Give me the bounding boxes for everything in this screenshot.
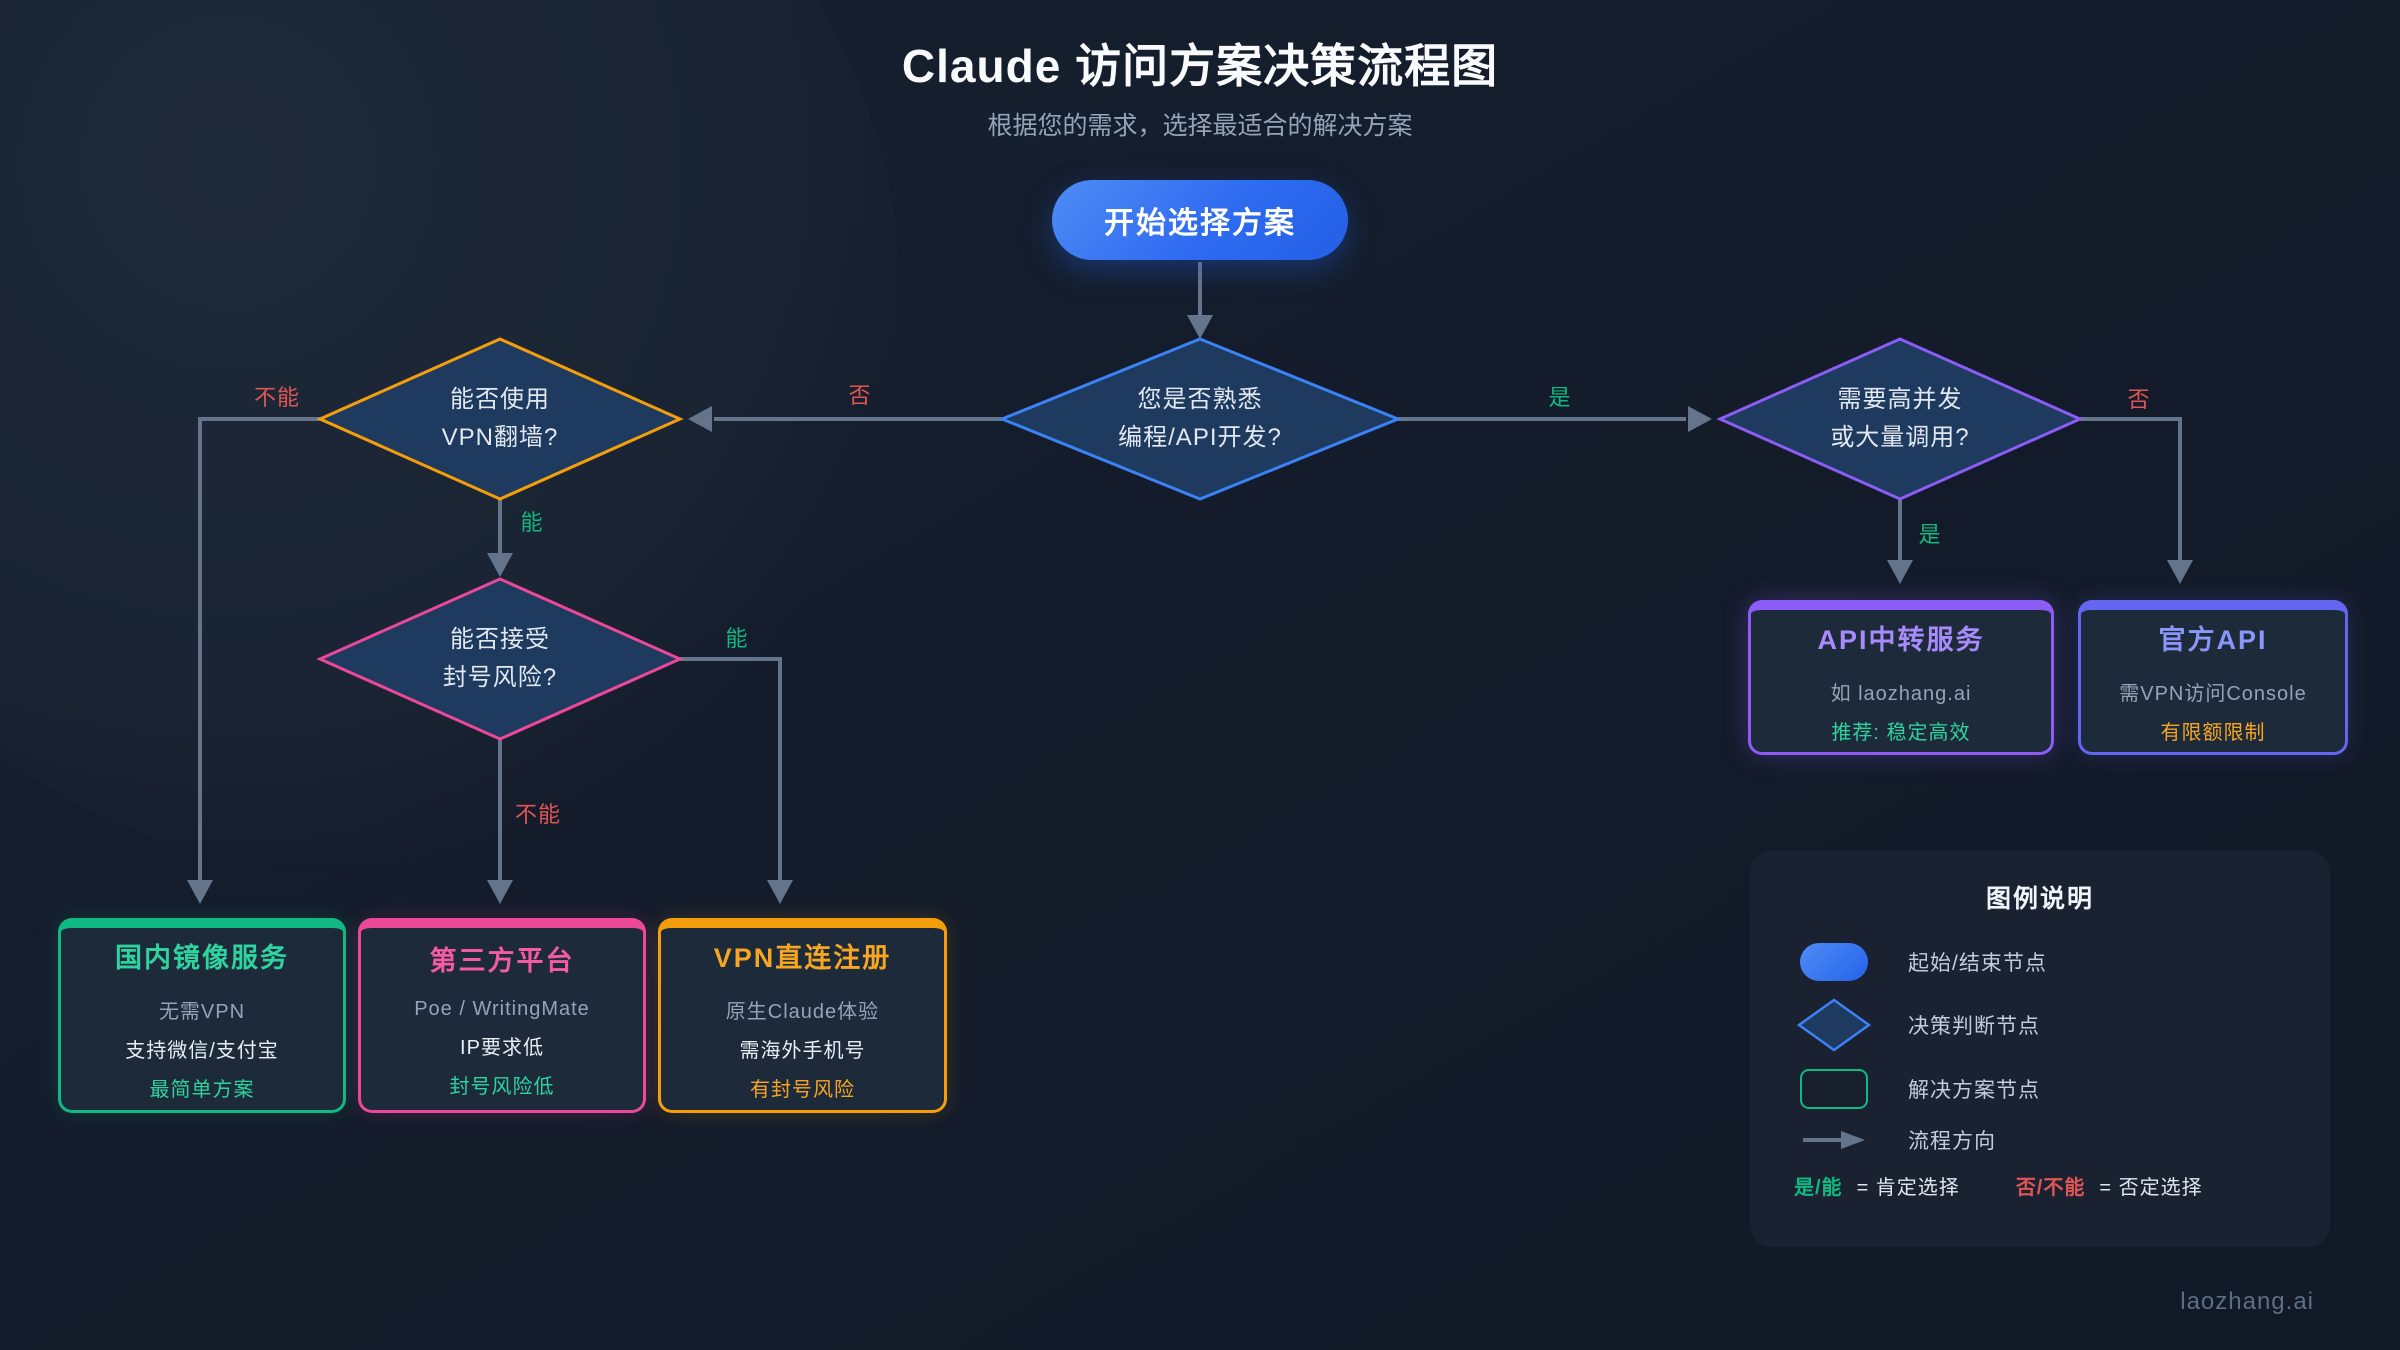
solution-line: 封号风险低 [449,1076,555,1098]
edge-label-risk-cannot: 不能 [514,802,562,827]
solution-node-icon [1794,1069,1874,1109]
decision-node-icon [1794,997,1874,1053]
solution-title: 官方API [2158,624,2268,655]
legend-note-no-key: 否/不能 [2015,1177,2086,1199]
solution-line: 有封号风险 [750,1079,855,1101]
edge-label-main-no: 否 [848,383,872,408]
solution-box-third-party: 第三方平台 Poe / WritingMate IP要求低 封号风险低 [358,918,646,1113]
decision-concurrency-text: 需要高并发 或大量调用? [1720,364,2080,474]
legend-note-yes-key: 是/能 [1794,1177,1843,1199]
legend-item-label: 决策判断节点 [1908,1015,2040,1038]
solution-line: 无需VPN [158,1001,246,1023]
solution-line: 如 laozhang.ai [1830,682,1972,705]
edge-label-vpn-cannot: 不能 [253,385,301,410]
decision-concurrency-line2: 或大量调用? [1830,424,1970,451]
arrowhead-down-icon [767,880,793,904]
decision-vpn-text: 能否使用 VPN翻墙? [320,364,680,474]
edge-label-conc-no: 否 [2127,387,2151,412]
solution-box-vpn-direct: VPN直连注册 原生Claude体验 需海外手机号 有封号风险 [658,918,947,1113]
decision-main-line1: 您是否熟悉 [1137,385,1263,413]
solution-line: 支持微信/支付宝 [125,1040,279,1062]
edge-label-main-yes: 是 [1548,385,1572,410]
decision-diamond-main [997,337,1403,501]
start-node: 开始选择方案 [1052,180,1348,260]
arrowhead-left-icon [688,406,712,432]
decision-risk-line2: 封号风险? [442,664,558,691]
decision-diamond-vpn [316,337,684,501]
edge-label-conc-yes: 是 [1918,522,1942,547]
solution-line: 原生Claude体验 [725,1001,880,1023]
arrowhead-down-icon [2167,560,2193,584]
decision-concurrency-line1: 需要高并发 [1837,385,1963,413]
start-end-node-icon [1794,943,1874,981]
solution-title: VPN直连注册 [713,943,892,973]
legend-note: 是/能 = 肯定选择 否/不能 = 否定选择 [1794,1171,2286,1200]
page-title: Claude 访问方案决策流程图 [901,40,1499,92]
solution-line: Poe / WritingMate [414,998,590,1020]
arrowhead-down-icon [1887,560,1913,584]
legend-item-start-end: 起始/结束节点 [1794,943,2286,981]
decision-risk-line1: 能否接受 [450,625,550,653]
legend-item-label: 起始/结束节点 [1908,952,2047,975]
decision-diamonds [316,337,2084,741]
edge-label-vpn-can: 能 [520,510,544,535]
decision-diamond-concurrency [1716,337,2084,501]
decision-main-text: 您是否熟悉 编程/API开发? [1000,364,1400,474]
page-subtitle: 根据您的需求，选择最适合的解决方案 [987,112,1413,140]
arrowhead-down-icon [1187,315,1213,339]
solution-line: 推荐: 稳定高效 [1831,721,1971,744]
decision-vpn-line2: VPN翻墙? [441,424,559,451]
legend-item-decision: 决策判断节点 [1794,997,2286,1053]
legend-title: 图例说明 [1985,885,2094,913]
decision-main-line2: 编程/API开发? [1118,424,1282,451]
arrowhead-down-icon [187,880,213,904]
connector-lines [198,262,2182,882]
start-node-label: 开始选择方案 [1104,207,1296,240]
solution-title: 国内镜像服务 [115,943,289,973]
decision-diamond-risk [316,577,684,741]
arrowhead-down-icon [487,880,513,904]
solution-title: 第三方平台 [429,946,575,976]
solution-line: 需VPN访问Console [2119,682,2307,705]
decision-risk-text: 能否接受 封号风险? [320,604,680,714]
edge-risk-to-vpndirect [680,657,782,882]
solution-line: IP要求低 [460,1037,544,1059]
decision-vpn-line1: 能否使用 [450,385,550,413]
arrowheads [187,315,2193,904]
arrowhead-down-icon [487,553,513,577]
legend-item-label: 流程方向 [1908,1130,1996,1153]
solution-line: 有限额限制 [2160,721,2266,744]
flow-arrow-icon [1794,1128,1874,1152]
legend-note-no-desc: = 否定选择 [2099,1177,2203,1199]
legend-panel: 图例说明 起始/结束节点 决策判断节点 解决方案节点 [1750,851,2330,1247]
legend-item-flow-direction: 流程方向 [1794,1125,2286,1155]
legend-note-yes-desc: = 肯定选择 [1856,1177,1960,1199]
solution-line: 最简单方案 [149,1079,255,1101]
edge-conc-to-official [2080,417,2182,562]
solution-box-mirror: 国内镜像服务 无需VPN 支持微信/支付宝 最简单方案 [58,918,346,1113]
arrowhead-right-icon [1688,406,1712,432]
legend-item-solution: 解决方案节点 [1794,1069,2286,1109]
solution-line: 需海外手机号 [739,1040,866,1062]
edge-label-risk-can: 能 [725,626,749,651]
watermark: laozhang.ai [2180,1288,2314,1315]
solution-box-official-api: 官方API 需VPN访问Console 有限额限制 [2078,600,2348,755]
solution-box-api-relay: API中转服务 如 laozhang.ai 推荐: 稳定高效 [1748,600,2054,755]
solution-title: API中转服务 [1817,624,1985,655]
edge-vpn-to-mirror [198,417,320,882]
legend-item-label: 解决方案节点 [1908,1079,2040,1102]
